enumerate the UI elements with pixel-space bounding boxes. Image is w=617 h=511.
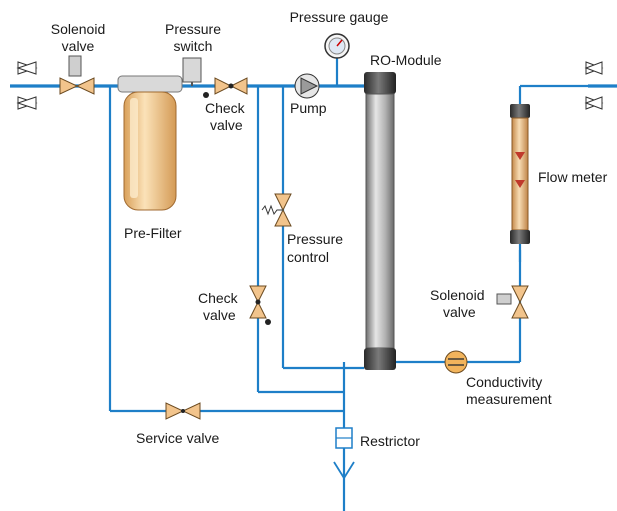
label-pressure-switch-2: switch	[174, 38, 213, 54]
label-solenoid-valve-top: Solenoid	[51, 21, 106, 37]
label-ro-module: RO-Module	[370, 52, 442, 68]
label-check-valve-top-2: valve	[210, 117, 243, 133]
check-valve-mid-icon[interactable]	[249, 285, 271, 325]
ro-module-icon	[364, 72, 396, 370]
label-conductivity: Conductivity	[466, 374, 542, 390]
check-valve-top-icon[interactable]	[203, 77, 248, 98]
restrictor-icon	[333, 427, 355, 480]
label-check-valve-mid: Check	[198, 290, 239, 306]
label-pressure-gauge: Pressure gauge	[290, 9, 389, 25]
pressure-control-valve-icon[interactable]	[261, 193, 292, 227]
pressure-gauge-icon	[324, 33, 350, 59]
solenoid-valve-top-icon[interactable]	[59, 55, 95, 95]
outlet-valve-icon[interactable]	[584, 61, 604, 110]
label-solenoid-valve-right-2: valve	[443, 304, 476, 320]
label-pre-filter: Pre-Filter	[124, 225, 182, 241]
label-solenoid-valve-top-2: valve	[62, 38, 95, 54]
conductivity-sensor-icon	[444, 350, 468, 374]
label-service-valve: Service valve	[136, 430, 219, 446]
label-pressure-control: Pressure	[287, 231, 343, 247]
pre-filter-icon	[117, 75, 183, 211]
label-check-valve-top: Check	[205, 100, 246, 116]
label-solenoid-valve-right: Solenoid	[430, 287, 485, 303]
label-pressure-control-2: control	[287, 249, 329, 265]
inlet-valve-icon[interactable]	[16, 61, 38, 110]
label-restrictor: Restrictor	[360, 433, 420, 449]
pump-icon[interactable]	[294, 73, 320, 99]
pressure-switch-icon[interactable]	[182, 57, 202, 86]
pipe-network	[10, 58, 617, 511]
label-check-valve-mid-2: valve	[203, 307, 236, 323]
label-flow-meter: Flow meter	[538, 169, 608, 185]
service-valve-icon[interactable]	[165, 402, 201, 420]
label-pressure-switch: Pressure	[165, 21, 221, 37]
flow-meter-icon	[510, 104, 530, 262]
label-conductivity-2: measurement	[466, 391, 552, 407]
solenoid-valve-right-icon[interactable]	[496, 285, 529, 319]
label-pump: Pump	[290, 100, 327, 116]
